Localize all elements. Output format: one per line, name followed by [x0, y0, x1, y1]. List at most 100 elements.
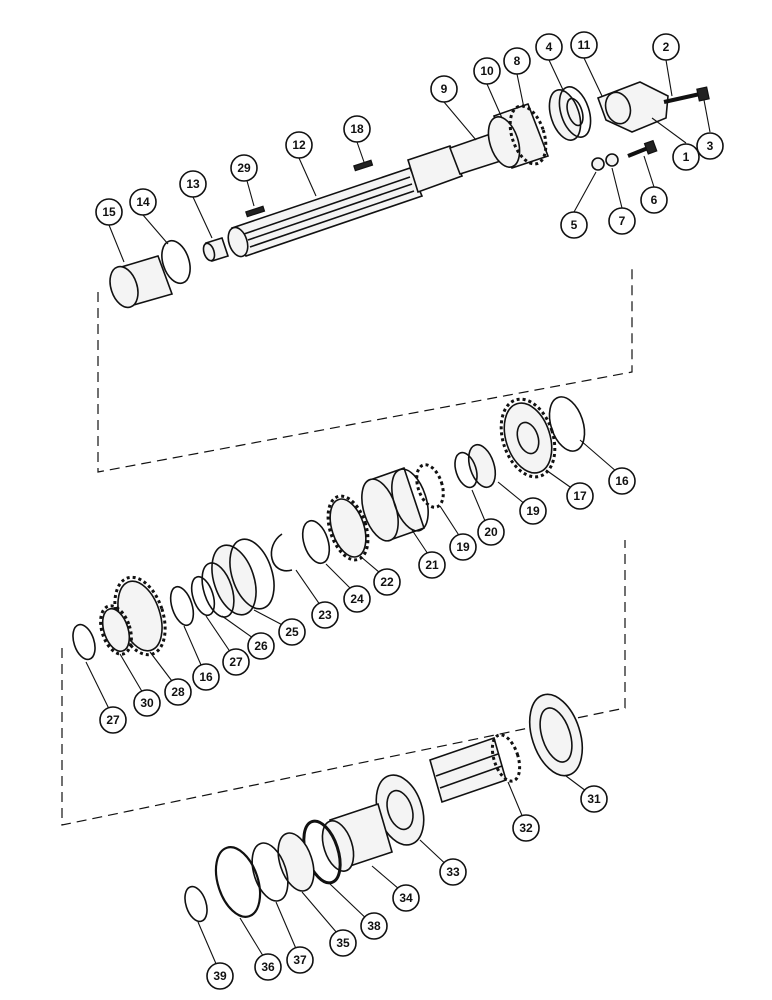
gear-part-10	[487, 102, 550, 170]
ring-part-26	[201, 562, 235, 618]
svg-text:19: 19	[526, 504, 540, 518]
mainshaft-assembly	[109, 81, 710, 309]
snap-ring-part-14	[161, 239, 191, 285]
callout-33: 33	[439, 858, 467, 886]
svg-text:16: 16	[615, 474, 629, 488]
svg-text:25: 25	[285, 625, 299, 639]
callout-32: 32	[512, 814, 540, 842]
callout-23: 23	[311, 601, 339, 629]
callouts: 1 2 3 4 5 6 7 8 9 10 11 12 13 14 15 16 1…	[95, 31, 724, 990]
snap-ring-part-23	[270, 533, 293, 572]
bushing-part-15	[109, 255, 174, 309]
callout-11: 11	[570, 31, 598, 59]
lockwasher-part-7	[605, 153, 619, 167]
callout-6: 6	[640, 186, 668, 214]
sleeve-part-21	[361, 466, 429, 542]
callout-1: 1	[672, 143, 700, 171]
svg-text:7: 7	[619, 214, 626, 228]
svg-text:36: 36	[261, 960, 275, 974]
callout-26: 26	[247, 632, 275, 660]
svg-text:39: 39	[213, 969, 227, 983]
callout-4: 4	[535, 33, 563, 61]
snap-ring-part-39	[184, 885, 208, 923]
callout-28: 28	[164, 678, 192, 706]
svg-text:1: 1	[683, 150, 690, 164]
key-part-29	[245, 205, 266, 218]
svg-text:38: 38	[367, 919, 381, 933]
callout-38: 38	[360, 912, 388, 940]
group-outline-middle	[61, 540, 626, 826]
svg-text:33: 33	[446, 865, 460, 879]
callout-27-left: 27	[99, 706, 127, 734]
svg-text:23: 23	[318, 608, 332, 622]
ring-part-16-left	[169, 585, 195, 627]
svg-text:10: 10	[480, 64, 494, 78]
svg-text:21: 21	[425, 558, 439, 572]
key-part-18	[353, 159, 374, 172]
callout-39: 39	[206, 962, 234, 990]
callout-27-mid: 27	[222, 648, 250, 676]
svg-text:35: 35	[336, 936, 350, 950]
callout-37: 37	[286, 946, 314, 974]
synchro-part-19	[467, 443, 497, 489]
svg-text:30: 30	[140, 696, 154, 710]
callout-35: 35	[329, 929, 357, 957]
sleeve-part-34	[321, 802, 393, 872]
callout-19-right: 19	[519, 497, 547, 525]
svg-text:16: 16	[199, 670, 213, 684]
svg-text:26: 26	[254, 639, 268, 653]
svg-text:17: 17	[573, 489, 587, 503]
snap-ring-part-27-left	[72, 623, 96, 661]
callout-17: 17	[566, 482, 594, 510]
callout-22: 22	[373, 568, 401, 596]
svg-text:20: 20	[484, 525, 498, 539]
svg-text:31: 31	[587, 792, 601, 806]
svg-text:37: 37	[293, 953, 307, 967]
bearing-part-35	[277, 832, 315, 892]
svg-text:2: 2	[663, 40, 670, 54]
svg-text:9: 9	[441, 82, 448, 96]
svg-text:34: 34	[399, 891, 413, 905]
svg-text:8: 8	[514, 54, 521, 68]
splined-shaft-part-12	[227, 128, 511, 258]
svg-text:3: 3	[707, 139, 714, 153]
callout-9: 9	[430, 75, 458, 103]
svg-text:19: 19	[456, 540, 470, 554]
callout-21: 21	[418, 551, 446, 579]
svg-text:18: 18	[350, 122, 364, 136]
svg-text:12: 12	[292, 138, 306, 152]
callout-34: 34	[392, 884, 420, 912]
gear-part-30	[99, 604, 133, 656]
callout-29: 29	[230, 154, 258, 182]
callout-2: 2	[652, 33, 680, 61]
svg-text:29: 29	[237, 161, 251, 175]
callout-30: 30	[133, 689, 161, 717]
svg-text:22: 22	[380, 575, 394, 589]
callout-14: 14	[129, 188, 157, 216]
pilot-bearing-part-13	[202, 237, 230, 262]
output-shaft-assembly	[184, 693, 584, 923]
svg-text:24: 24	[350, 592, 364, 606]
svg-text:13: 13	[186, 177, 200, 191]
bolt-part-2	[663, 86, 710, 104]
gear-train-assembly	[72, 396, 586, 661]
group-outline-upper	[97, 265, 633, 473]
ring-part-24	[301, 519, 331, 565]
callout-16-left: 16	[192, 663, 220, 691]
washer-part-37	[251, 842, 289, 902]
callout-13: 13	[179, 170, 207, 198]
svg-text:27: 27	[229, 655, 243, 669]
synchro-part-19-b	[415, 463, 445, 509]
washer-part-5	[591, 157, 605, 171]
svg-text:11: 11	[578, 38, 591, 52]
callout-8: 8	[503, 47, 531, 75]
callout-16-right: 16	[608, 467, 636, 495]
callout-7: 7	[608, 207, 636, 235]
bearing-race-part-31	[528, 693, 584, 777]
retainer-part-1	[596, 81, 669, 133]
callout-18: 18	[343, 115, 371, 143]
gear-part-17	[499, 397, 557, 479]
output-shaft-part-32	[429, 733, 522, 804]
callout-5: 5	[560, 211, 588, 239]
